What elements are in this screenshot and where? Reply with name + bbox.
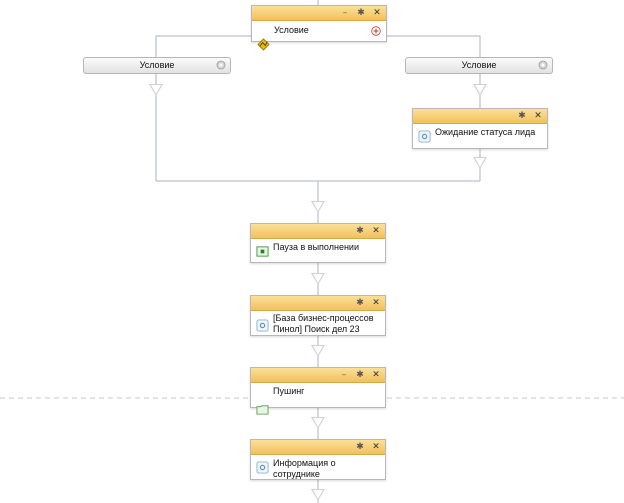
arrow-down-icon (473, 84, 487, 96)
folder-icon (256, 405, 269, 415)
gear-icon[interactable] (538, 60, 548, 70)
block-header[interactable]: – ✱ ✕ (252, 6, 386, 21)
arrow-down-icon (149, 84, 163, 96)
branch-label: Условие (461, 60, 497, 70)
pause-icon (256, 246, 269, 257)
wait-status-block[interactable]: ✱ ✕ Ожидание статуса лида (412, 108, 548, 149)
activity-icon (256, 461, 269, 474)
employee-info-block[interactable]: ✱ ✕ Информация о сотруднике (250, 439, 386, 480)
block-header[interactable]: ✱ ✕ (251, 296, 385, 311)
gear-icon[interactable]: ✱ (356, 370, 364, 380)
close-icon[interactable]: ✕ (534, 111, 542, 121)
gear-icon[interactable]: ✱ (357, 8, 365, 18)
activity-icon (418, 130, 431, 143)
block-title: Ожидание статуса лида (435, 127, 536, 137)
condition-block[interactable]: – ✱ ✕ Условие (251, 5, 387, 51)
block-title: Пушинг (273, 386, 305, 396)
branch-condition-right[interactable]: Условие (405, 57, 553, 74)
bp-search-block[interactable]: ✱ ✕ [База бизнес-процессов Пинол] Поиск … (250, 295, 386, 336)
gear-icon[interactable]: ✱ (518, 111, 526, 121)
arrow-down-icon (473, 157, 487, 169)
arrow-down-icon (311, 273, 325, 285)
arrow-down-icon (311, 345, 325, 357)
branch-label: Условие (139, 60, 175, 70)
block-header[interactable]: – ✱ ✕ (251, 368, 385, 383)
pause-block[interactable]: ✱ ✕ Пауза в выполнении (250, 223, 386, 263)
block-header[interactable]: ✱ ✕ (413, 109, 547, 124)
close-icon[interactable]: ✕ (373, 8, 381, 18)
close-icon[interactable]: ✕ (372, 226, 380, 236)
block-title: Информация о сотруднике (273, 458, 336, 479)
block-title-line: Пинол] Поиск дел 23 (273, 324, 360, 334)
push-block[interactable]: – ✱ ✕ Пушинг (250, 367, 386, 415)
block-title: Пауза в выполнении (273, 242, 359, 252)
add-branch-icon[interactable] (371, 26, 381, 36)
close-icon[interactable]: ✕ (372, 370, 380, 380)
gear-icon[interactable]: ✱ (356, 442, 364, 452)
collapse-icon[interactable]: – (342, 8, 348, 18)
condition-icon (257, 38, 270, 51)
collapse-icon[interactable]: – (341, 370, 347, 380)
block-title: Условие (274, 25, 309, 35)
arrow-down-icon (311, 201, 325, 213)
arrow-down-icon (311, 489, 325, 501)
gear-icon[interactable]: ✱ (356, 298, 364, 308)
block-title-line: [База бизнес-процессов (273, 313, 374, 323)
close-icon[interactable]: ✕ (372, 442, 380, 452)
arrow-down-icon (311, 417, 325, 429)
activity-icon (256, 319, 269, 332)
close-icon[interactable]: ✕ (372, 298, 380, 308)
block-header[interactable]: ✱ ✕ (251, 224, 385, 239)
block-header[interactable]: ✱ ✕ (251, 440, 385, 455)
branch-condition-left[interactable]: Условие (83, 57, 231, 74)
gear-icon[interactable] (216, 60, 226, 70)
gear-icon[interactable]: ✱ (356, 226, 364, 236)
